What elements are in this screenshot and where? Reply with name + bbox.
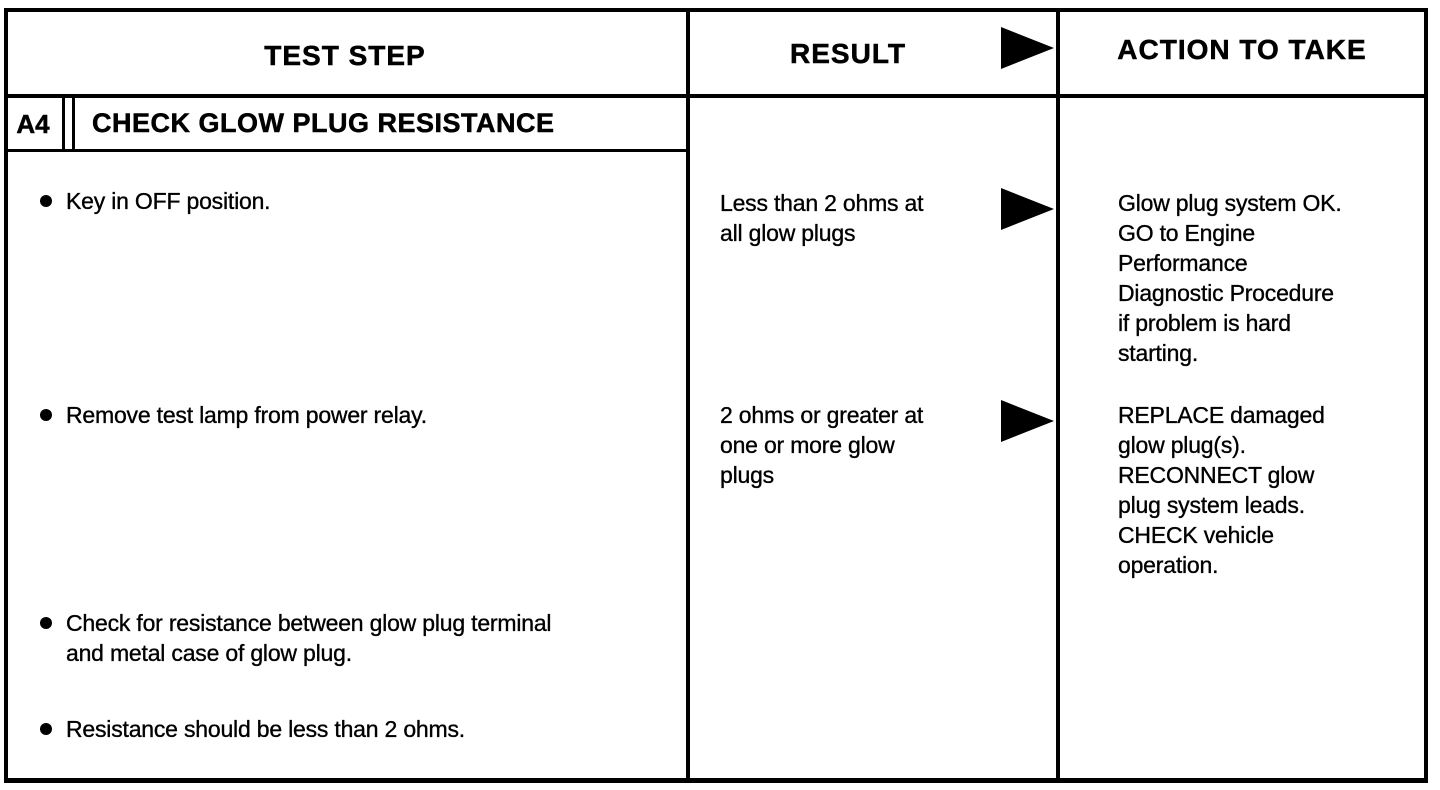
bullet-icon	[40, 617, 52, 629]
step-title-box-left	[72, 98, 75, 149]
test-step-text: Remove test lamp from power relay.	[66, 402, 427, 428]
step-title: CHECK GLOW PLUG RESISTANCE	[92, 108, 555, 139]
bullet-icon	[40, 195, 52, 207]
column-divider-action	[1056, 8, 1060, 783]
test-step-text: Key in OFF position.	[66, 188, 271, 214]
step-id-badge: A4	[16, 109, 50, 140]
column-header-action-to-take: ACTION TO TAKE	[1117, 34, 1367, 66]
column-header-test-step: TEST STEP	[264, 40, 426, 72]
test-step-item: Resistance should be less than 2 ohms.	[40, 714, 670, 744]
test-step-text: Resistance should be less than 2 ohms.	[66, 716, 466, 742]
action-text: REPLACE damaged glow plug(s). RECONNECT …	[1118, 402, 1325, 578]
test-step-item: Check for resistance between glow plug t…	[40, 608, 670, 668]
header-row-divider	[4, 94, 1428, 98]
subheader-row-divider	[4, 149, 690, 152]
table-border-bottom	[4, 778, 1428, 783]
column-divider-result	[686, 8, 690, 783]
table-border-top	[4, 8, 1428, 12]
test-step-item: Remove test lamp from power relay.	[40, 400, 670, 430]
table-border-right	[1424, 8, 1428, 783]
result-text: 2 ohms or greater at one or more glow pl…	[720, 402, 924, 488]
table-border-left	[4, 8, 8, 783]
bullet-icon	[40, 409, 52, 421]
test-step-item: Key in OFF position.	[40, 186, 670, 216]
result-arrow-icon	[1001, 400, 1054, 442]
column-header-result: RESULT	[790, 38, 906, 70]
result-arrow-icon	[1001, 188, 1054, 230]
result-text: Less than 2 ohms at all glow plugs	[720, 190, 924, 246]
bullet-icon	[40, 723, 52, 735]
test-step-text: Check for resistance between glow plug t…	[66, 610, 552, 666]
action-text: Glow plug system OK. GO to Engine Perfor…	[1118, 190, 1342, 366]
result-header-arrow-icon	[1001, 27, 1054, 69]
step-id-box-divider	[62, 98, 65, 149]
